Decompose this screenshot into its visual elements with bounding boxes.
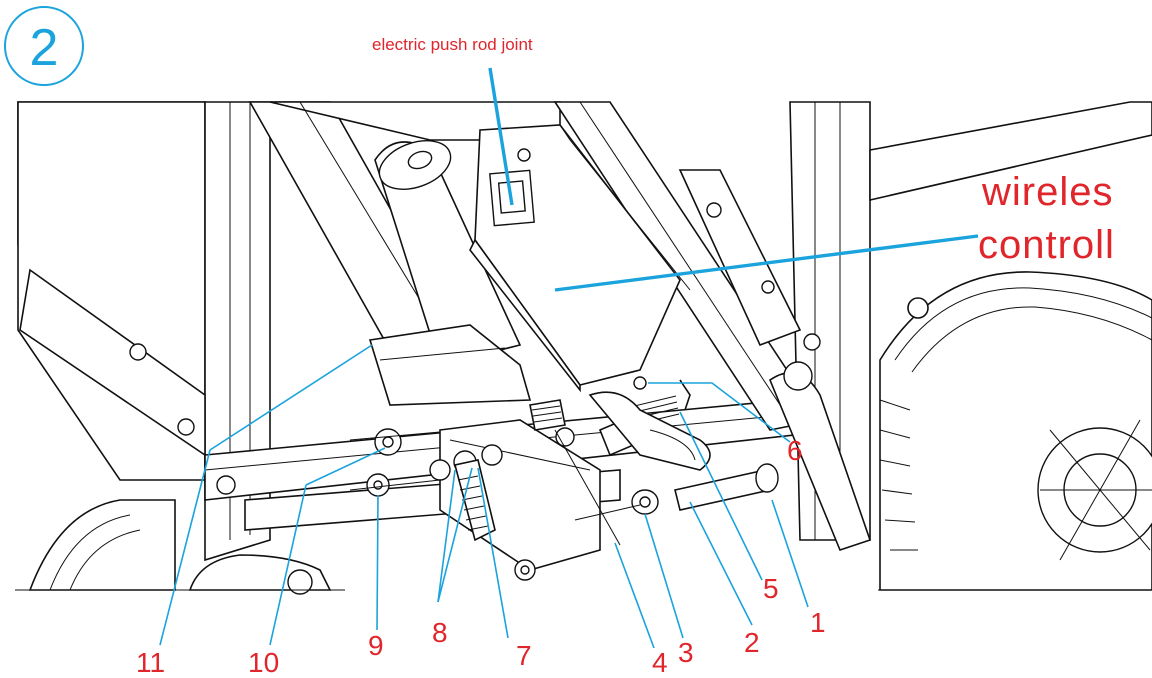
leader-10a	[305, 447, 386, 486]
part-label-2: 2	[744, 627, 760, 658]
electric-push-rod	[368, 140, 532, 406]
leader-11b	[159, 449, 211, 646]
leader-8b	[437, 467, 473, 603]
bracket-spring-assembly	[429, 376, 711, 581]
leader-11a	[209, 344, 373, 451]
leader-8a	[437, 469, 456, 603]
step-badge: 2	[4, 6, 84, 86]
controller-box	[469, 124, 691, 393]
leader-3	[644, 513, 684, 639]
leader-4	[614, 542, 655, 649]
part-label-4: 4	[652, 647, 668, 678]
controller-label-line1: wireles	[981, 170, 1113, 214]
step-number: 2	[30, 19, 59, 77]
leader-2	[689, 501, 753, 626]
part-label-6: 6	[787, 435, 803, 466]
part-label-1: 1	[810, 607, 826, 638]
part-label-7: 7	[516, 640, 532, 671]
leader-6	[648, 382, 791, 443]
leader-7	[477, 467, 509, 639]
title-label: electric push rod joint	[372, 35, 533, 54]
controller-label-line2: controll	[978, 223, 1115, 267]
part-label-8: 8	[432, 617, 448, 648]
lower-left-wheel	[28, 499, 332, 595]
part-label-9: 9	[368, 630, 384, 661]
leader-5	[679, 411, 763, 581]
part-label-3: 3	[678, 637, 694, 668]
leader-9	[376, 494, 379, 631]
leader-push-rod-joint	[488, 67, 514, 206]
part-label-5: 5	[763, 573, 779, 604]
step-circle	[4, 6, 84, 86]
part-label-10: 10	[248, 647, 279, 678]
leader-1	[771, 499, 809, 608]
frame	[17, 101, 1152, 562]
front-wheel	[879, 271, 1152, 591]
leader-controller	[554, 234, 979, 292]
leader-lines	[159, 67, 979, 649]
leader-10b	[269, 484, 307, 646]
part-label-11: 11	[136, 647, 165, 678]
